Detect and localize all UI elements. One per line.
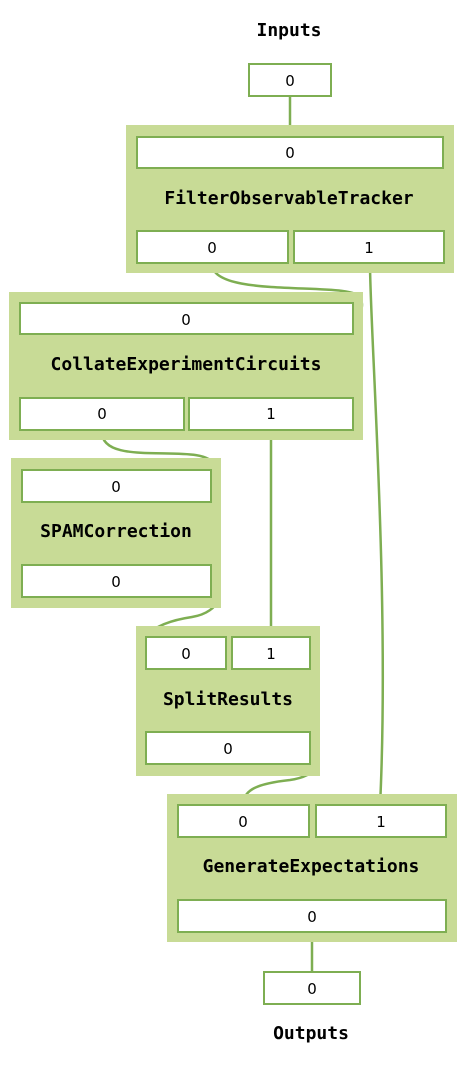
filter-out-port-1[interactable] [293,230,445,264]
collate-in-port-0-label: 0 [181,311,191,329]
generate-out-port-0[interactable] [177,899,447,933]
generate-in-port-1-label: 1 [376,813,386,831]
node-generate-expectations[interactable]: 0 1 GenerateExpectations 0 [167,794,457,942]
collate-in-port-0[interactable] [19,302,354,335]
generate-in-port-1[interactable] [315,804,447,838]
filter-title: FilterObservableTracker [164,188,413,209]
node-split-results[interactable]: 0 1 SplitResults 0 [136,626,320,776]
split-out-port-0-label: 0 [223,740,233,758]
split-title: SplitResults [163,689,293,710]
filter-out-port-0-label: 0 [207,239,217,257]
node-spam-correction[interactable]: 0 SPAMCorrection 0 [11,458,221,608]
spam-in-port-0[interactable] [21,469,212,503]
input-port[interactable]: 0 [248,63,332,97]
spam-title: SPAMCorrection [40,521,192,542]
node-collate-experiment-circuits[interactable]: 0 CollateExperimentCircuits 0 1 [9,292,363,440]
split-out-port-0[interactable] [145,731,311,765]
split-in-port-0[interactable] [145,636,227,670]
filter-in-port-0[interactable] [136,136,444,169]
split-in-port-1[interactable] [231,636,311,670]
generate-out-port-0-label: 0 [307,908,317,926]
spam-out-port-0[interactable] [21,564,212,598]
split-in-port-1-label: 1 [266,645,276,663]
inputs-label: Inputs [256,20,321,41]
output-port-label: 0 [307,980,317,998]
outputs-label: Outputs [273,1023,349,1044]
input-port-label: 0 [285,72,295,90]
output-port[interactable]: 0 [263,971,361,1005]
generate-in-port-0-label: 0 [238,813,248,831]
node-filter-observable-tracker[interactable]: 0 FilterObservableTracker 0 1 [126,125,454,273]
filter-out-port-1-label: 1 [364,239,374,257]
spam-in-port-0-label: 0 [111,478,121,496]
spam-out-port-0-label: 0 [111,573,121,591]
collate-out-port-1-label: 1 [266,405,276,423]
generate-in-port-0[interactable] [177,804,310,838]
generate-title: GenerateExpectations [203,856,420,877]
collate-title: CollateExperimentCircuits [51,354,322,375]
collate-out-port-0-label: 0 [97,405,107,423]
edge-filter-out1-to-generate-in1 [368,263,385,807]
filter-out-port-0[interactable] [136,230,289,264]
filter-in-port-0-label: 0 [285,144,295,162]
collate-out-port-0[interactable] [19,397,185,431]
collate-out-port-1[interactable] [188,397,354,431]
split-in-port-0-label: 0 [181,645,191,663]
